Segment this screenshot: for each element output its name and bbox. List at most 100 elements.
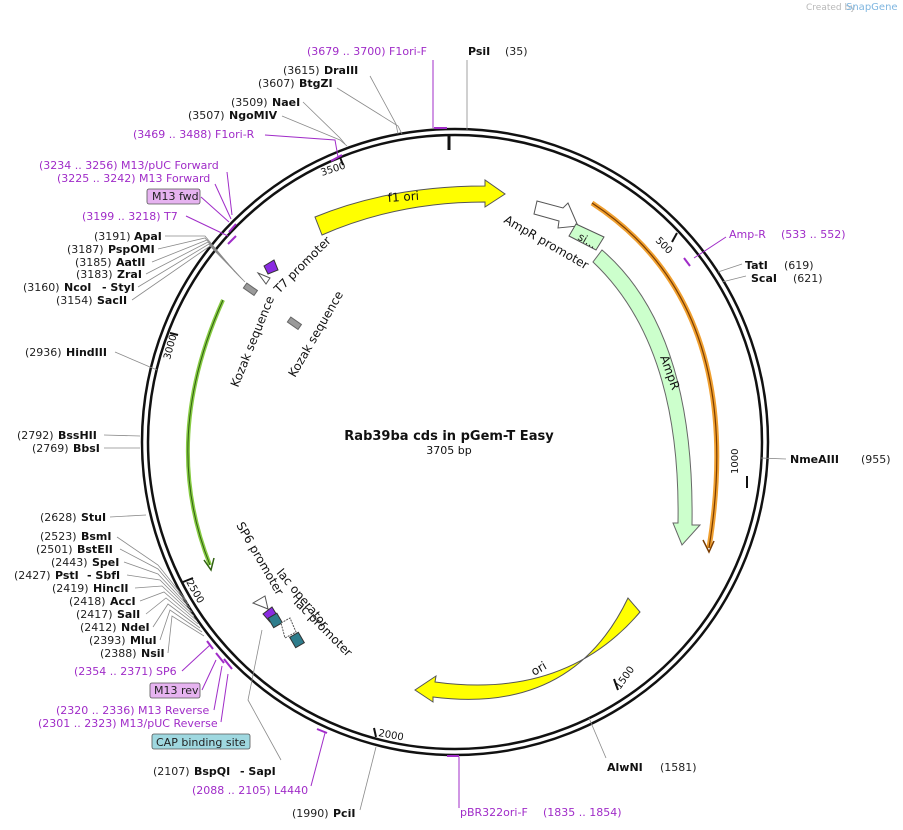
site-zrai-pos: (3183)	[76, 268, 113, 281]
t7-promoter-arrow[interactable]	[256, 271, 271, 285]
site-hincii-name[interactable]: HincII	[93, 582, 129, 595]
site-stui-pos: (2628)	[40, 511, 77, 524]
site-nmeaiii-name[interactable]: NmeAIII	[790, 453, 839, 466]
primer-pbr322ori-f[interactable]: pBR322ori-F	[460, 806, 528, 819]
cap-binding-site-box[interactable]	[151, 733, 251, 750]
site-leaders	[103, 60, 787, 811]
site-tati-pos: (619)	[784, 259, 814, 272]
ampr-promoter-arrow[interactable]	[533, 200, 579, 229]
site-mlui-name[interactable]: MluI	[130, 634, 157, 647]
site-apai-name[interactable]: ApaI	[134, 230, 162, 243]
sp6-promoter-arrow[interactable]	[251, 595, 269, 610]
site-spei-pos: (2443)	[51, 556, 88, 569]
site-sacii-name[interactable]: SacII	[97, 294, 127, 307]
primer-f1ori-r[interactable]: (3469 .. 3488) F1ori-R	[133, 128, 255, 141]
site-alwni-pos: (1581)	[660, 761, 697, 774]
primer-pbr322ori-f-pos: (1835 .. 1854)	[543, 806, 622, 819]
site-zrai-name[interactable]: ZraI	[117, 268, 142, 281]
site-ngomiv-name[interactable]: NgoMIV	[229, 109, 278, 122]
site-pspomi-name[interactable]: PspOMI	[108, 243, 155, 256]
tick-500: 500	[653, 235, 674, 256]
site-bsshii-name[interactable]: BssHII	[58, 429, 97, 442]
site-psii-name[interactable]: PsiI	[468, 45, 490, 58]
site-sacii-pos: (3154)	[56, 294, 93, 307]
primer-sp6[interactable]: (2354 .. 2371) SP6	[74, 665, 177, 678]
site-naei-name[interactable]: NaeI	[272, 96, 300, 109]
primer-t7[interactable]: (3199 .. 3218) T7	[82, 210, 178, 223]
kozak-box-1[interactable]	[242, 282, 259, 297]
ori-arrow[interactable]	[414, 597, 641, 703]
site-aatii-name[interactable]: AatII	[116, 256, 145, 269]
primer-m13puc-forward[interactable]: (3234 .. 3256) M13/pUC Forward	[39, 159, 219, 172]
site-psti-name[interactable]: PstI	[55, 569, 79, 582]
site-sapi-name[interactable]: - SapI	[240, 765, 276, 778]
primer-amp-r[interactable]: Amp-R	[729, 228, 766, 241]
site-sali-pos: (2417)	[76, 608, 113, 621]
site-bsshii-pos: (2792)	[17, 429, 54, 442]
snapgene-logo: SnapGene	[846, 2, 898, 13]
f1-ori-arrow[interactable]	[314, 179, 506, 236]
primer-m13puc-reverse[interactable]: (2301 .. 2323) M13/pUC Reverse	[38, 717, 218, 730]
site-stui-name[interactable]: StuI	[81, 511, 106, 524]
site-ndei-pos: (2412)	[80, 621, 117, 634]
site-alwni-name[interactable]: AlwNI	[607, 761, 643, 774]
site-ngomiv-pos: (3507)	[188, 109, 225, 122]
m13-fwd-box-label: M13 fwd	[152, 190, 199, 203]
site-naei-pos: (3509)	[231, 96, 268, 109]
primer-f1ori-f[interactable]: (3679 .. 3700) F1ori-F	[307, 45, 427, 58]
signal-sequence[interactable]	[568, 223, 605, 251]
t7-marker[interactable]	[263, 259, 279, 275]
m13-fwd-box[interactable]	[146, 188, 201, 205]
site-pspomi-pos: (3187)	[67, 243, 104, 256]
site-btgzi-name[interactable]: BtgZI	[299, 77, 333, 90]
site-psii-pos: (35)	[505, 45, 528, 58]
sp6-promoter-label: SP6 promoter	[233, 520, 286, 598]
site-hincii-pos: (2419)	[52, 582, 89, 595]
site-bsteii-pos: (2501)	[36, 543, 73, 556]
watermark-prefix: Created by	[806, 3, 856, 13]
site-tati-name[interactable]: TatI	[745, 259, 768, 272]
tick-1000: 1000	[730, 449, 741, 474]
plasmid-length: 3705 bp	[426, 444, 471, 457]
site-styi-name[interactable]: - StyI	[102, 281, 135, 294]
kozak-label-2: Kozak sequence	[285, 289, 346, 380]
cap-site-box[interactable]	[288, 631, 306, 649]
m13-rev-box-label: M13 rev	[154, 684, 199, 697]
kozak-box-2[interactable]	[286, 316, 303, 331]
site-acci-name[interactable]: AccI	[110, 595, 136, 608]
site-bspqi-name[interactable]: BspQI	[194, 765, 230, 778]
site-draiii-pos: (3615)	[283, 64, 320, 77]
primer-leaders	[181, 60, 727, 808]
site-apai-pos: (3191)	[94, 230, 131, 243]
site-scai-name[interactable]: ScaI	[751, 272, 777, 285]
f1-ori-label: f1 ori	[387, 189, 419, 205]
site-acci-pos: (2418)	[69, 595, 106, 608]
site-mlui-pos: (2393)	[89, 634, 126, 647]
site-bbsi-name[interactable]: BbsI	[73, 442, 100, 455]
site-sali-name[interactable]: SalI	[117, 608, 140, 621]
primer-m13-reverse[interactable]: (2320 .. 2336) M13 Reverse	[56, 704, 209, 717]
lac-operator-box[interactable]	[267, 612, 284, 629]
lac-promoter-label: lac promoter	[291, 595, 355, 659]
site-hindiii-pos: (2936)	[25, 346, 62, 359]
tick-3000: 3000	[162, 333, 179, 360]
site-nsii-name[interactable]: NsiI	[141, 647, 165, 660]
site-spei-name[interactable]: SpeI	[92, 556, 119, 569]
ampr-arrow[interactable]	[592, 249, 702, 546]
site-bsteii-name[interactable]: BstEII	[77, 543, 113, 556]
site-pcii-name[interactable]: PciI	[333, 807, 355, 820]
site-ndei-name[interactable]: NdeI	[121, 621, 150, 634]
site-sbfi-name[interactable]: - SbfI	[87, 569, 120, 582]
site-aatii-pos: (3185)	[75, 256, 112, 269]
site-nmeaiii-pos: (955)	[861, 453, 891, 466]
lac-promoter-arrow[interactable]	[280, 617, 297, 639]
site-draiii-name[interactable]: DraIII	[324, 64, 358, 77]
m13-rev-box[interactable]	[149, 682, 201, 699]
site-bsmi-name[interactable]: BsmI	[81, 530, 112, 543]
left-feature-arc	[185, 299, 225, 566]
site-ncoi-name[interactable]: NcoI	[64, 281, 91, 294]
site-hindiii-name[interactable]: HindIII	[66, 346, 107, 359]
primer-l4440[interactable]: (2088 .. 2105) L4440	[192, 784, 308, 797]
primer-m13-forward[interactable]: (3225 .. 3242) M13 Forward	[57, 172, 210, 185]
